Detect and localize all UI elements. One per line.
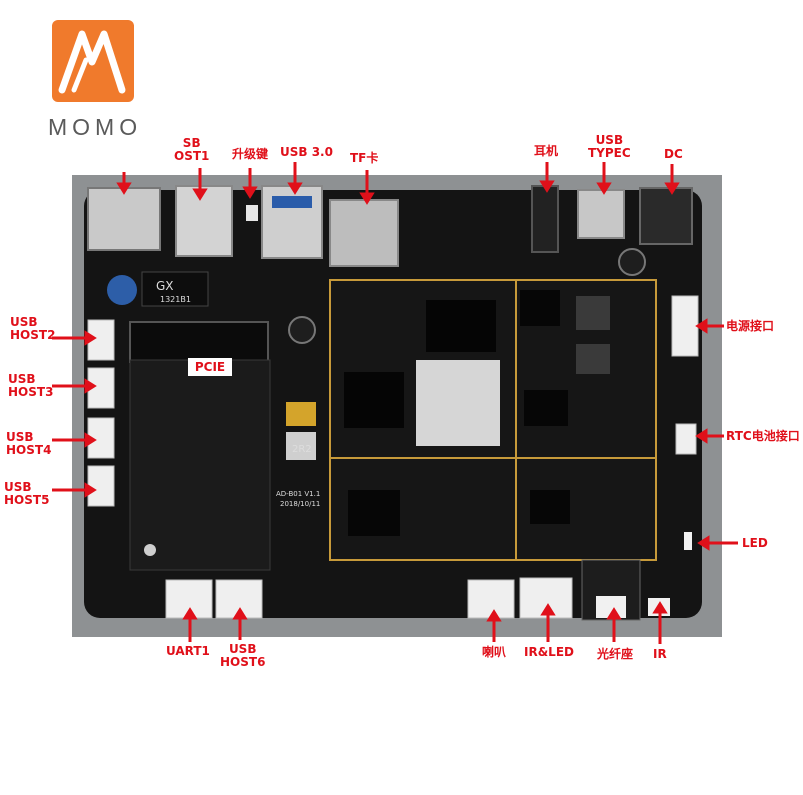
label-ir: IR bbox=[653, 647, 667, 661]
label-optical: 光纤座 bbox=[597, 647, 634, 661]
label-dc: DC bbox=[664, 147, 683, 161]
label-tf-card: TF卡 bbox=[350, 151, 379, 165]
svg-text:GX: GX bbox=[156, 279, 174, 293]
dc-jack bbox=[639, 187, 693, 245]
label-earphone: 耳机 bbox=[534, 144, 559, 158]
earphone-jack bbox=[531, 185, 559, 253]
usb-host1-port bbox=[175, 185, 233, 257]
label-rtc-port: RTC电池接口 bbox=[726, 429, 800, 443]
svg-text:1321B1: 1321B1 bbox=[160, 295, 191, 304]
tf-slot bbox=[329, 199, 399, 267]
label-led: LED bbox=[742, 536, 768, 550]
label-uart1: UART1 bbox=[166, 644, 210, 658]
momo-logo bbox=[52, 20, 134, 102]
pcie-card-area bbox=[129, 359, 271, 571]
label-power-port: 电源接口 bbox=[726, 319, 775, 333]
svg-text:2R2: 2R2 bbox=[292, 444, 312, 455]
upgrade-key bbox=[246, 205, 258, 221]
soc-heatspreader bbox=[416, 360, 500, 446]
label-pcie: PCIE bbox=[188, 358, 232, 376]
pcie-slot bbox=[129, 321, 269, 363]
ethernet-port bbox=[87, 187, 161, 251]
label-upgrade-key: 升级键 bbox=[232, 147, 269, 161]
svg-text:AD-B01 V1.1: AD-B01 V1.1 bbox=[276, 490, 320, 498]
brand-name: MOMO bbox=[48, 114, 143, 140]
label-ir-led: IR&LED bbox=[524, 645, 574, 659]
label-usb30: USB 3.0 bbox=[280, 145, 333, 159]
svg-text:2018/10/11: 2018/10/11 bbox=[280, 500, 320, 508]
typec-port bbox=[577, 189, 625, 239]
blue-cap bbox=[107, 275, 137, 305]
label-speaker: 喇叭 bbox=[482, 645, 507, 659]
